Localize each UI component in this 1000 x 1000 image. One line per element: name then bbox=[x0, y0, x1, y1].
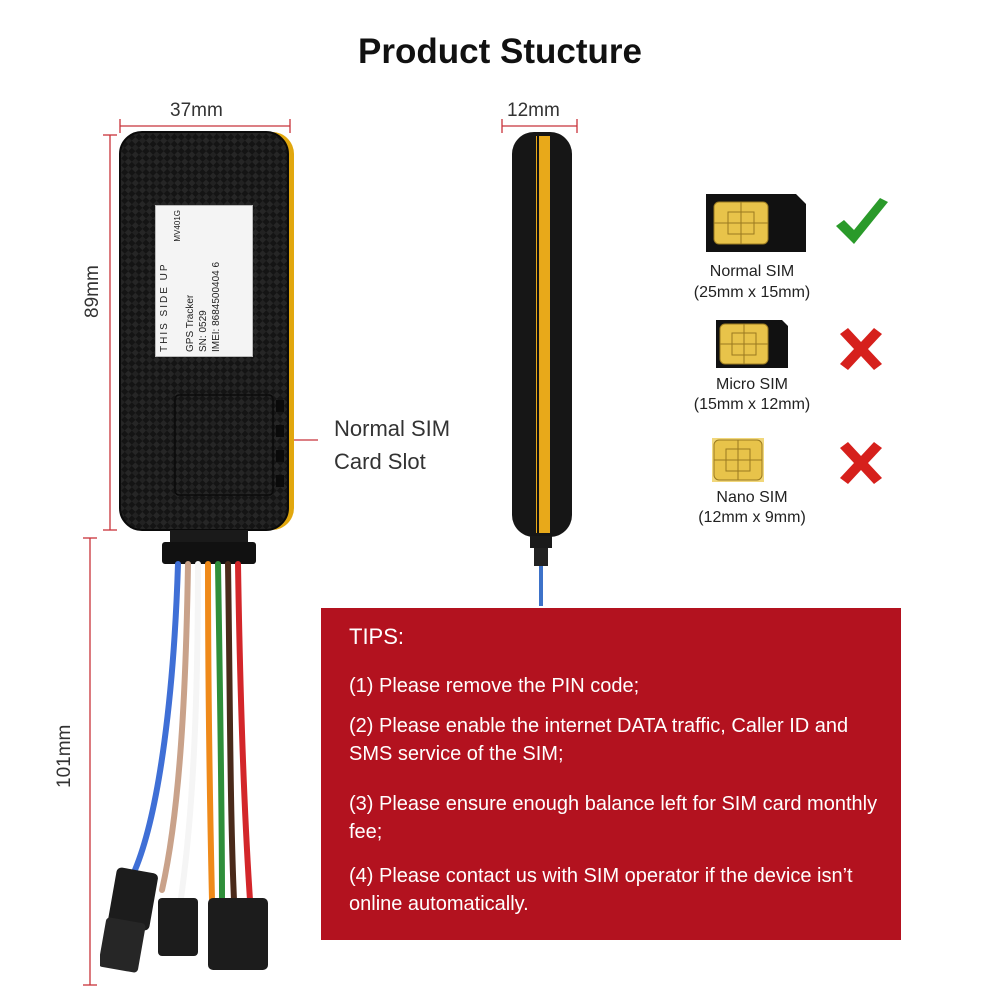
micro-sim-name: Micro SIM bbox=[716, 376, 788, 393]
tip-item: (1) Please remove the PIN code; bbox=[349, 675, 640, 697]
thickness-dimension-label: 12mm bbox=[507, 100, 560, 121]
tips-title: TIPS: bbox=[349, 624, 405, 649]
label-model-text: MV401G bbox=[173, 210, 182, 242]
page-title: Product Stucture bbox=[358, 32, 642, 71]
normal-sim-size: (25mm x 15mm) bbox=[693, 284, 811, 301]
nano-sim-size: (12mm x 9mm) bbox=[698, 509, 806, 526]
label-side-up-text: THIS SIDE UP bbox=[159, 262, 170, 352]
width-dimension-label: 37mm bbox=[170, 100, 223, 121]
check-icon bbox=[836, 198, 888, 244]
cross-icon bbox=[840, 328, 882, 370]
label-product-text: GPS Tracker bbox=[185, 294, 196, 352]
micro-sim-size: (15mm x 12mm) bbox=[693, 396, 811, 413]
tip-item: (2) Please enable the internet DATA traf… bbox=[349, 715, 849, 765]
normal-sim-name: Normal SIM bbox=[709, 263, 795, 280]
sim-slot-callout: Normal SIM Card Slot bbox=[334, 412, 450, 478]
nano-sim-image bbox=[712, 438, 764, 482]
normal-sim-image bbox=[706, 194, 806, 252]
micro-sim-image bbox=[716, 320, 788, 368]
device-label-sticker: THIS SIDE UP MV401G GPS Tracker SN: 0529… bbox=[155, 205, 253, 357]
cable-length-dimension-label: 101mm bbox=[54, 724, 75, 788]
nano-sim-name: Nano SIM bbox=[716, 489, 788, 506]
sim-slot-callout-line2: Card Slot bbox=[334, 449, 426, 474]
tip-item: (4) Please contact us with SIM operator … bbox=[349, 865, 853, 915]
tracker-side-image bbox=[512, 132, 572, 606]
tip-item: (3) Please ensure enough balance left fo… bbox=[349, 793, 878, 843]
label-sn-text: SN: 0529 bbox=[198, 310, 209, 352]
cross-icon bbox=[840, 442, 882, 484]
label-imei-text: IMEI: 8684500404 6 bbox=[211, 261, 222, 352]
tips-panel: TIPS: (1) Please remove the PIN code; (2… bbox=[321, 608, 901, 940]
sim-slot-callout-line1: Normal SIM bbox=[334, 416, 451, 441]
